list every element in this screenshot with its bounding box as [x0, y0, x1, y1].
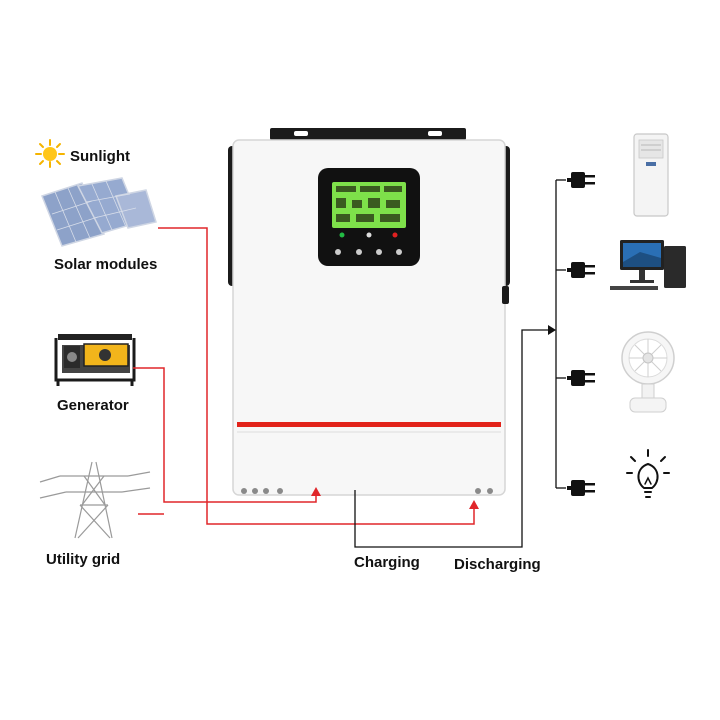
generator-image	[54, 334, 136, 386]
input-lines	[133, 227, 475, 525]
sunlight-label: Sunlight	[70, 148, 130, 165]
solar-modules-label: Solar modules	[54, 256, 158, 273]
light-bulb-icon	[626, 449, 670, 498]
plug-icon	[567, 480, 595, 496]
generator-label: Generator	[57, 397, 129, 414]
inverter-device	[228, 128, 510, 496]
status-led-white	[366, 232, 372, 238]
output-arrowhead	[548, 325, 556, 335]
discharging-label: Discharging	[454, 556, 541, 573]
status-led-red	[392, 232, 398, 238]
input-arrowheads	[311, 487, 479, 509]
sun-icon	[35, 139, 65, 168]
air-conditioner-icon	[633, 133, 669, 217]
charging-label: Charging	[354, 554, 420, 571]
plug-icon	[567, 262, 595, 278]
desk-fan-icon	[621, 331, 675, 413]
inverter-body	[232, 139, 506, 496]
utility-grid-label: Utility grid	[46, 551, 121, 568]
status-led-green	[339, 232, 345, 238]
lcd-panel	[318, 168, 420, 266]
solar-modules-image	[41, 177, 157, 247]
plug-icon	[567, 172, 595, 188]
discharging-line	[446, 179, 566, 548]
utility-grid-tower-image	[39, 461, 151, 539]
desktop-computer-icon	[610, 240, 686, 290]
plug-icon	[567, 370, 595, 386]
mounting-bracket	[270, 128, 466, 140]
accent-stripe	[237, 422, 501, 427]
charging-line	[354, 490, 446, 548]
